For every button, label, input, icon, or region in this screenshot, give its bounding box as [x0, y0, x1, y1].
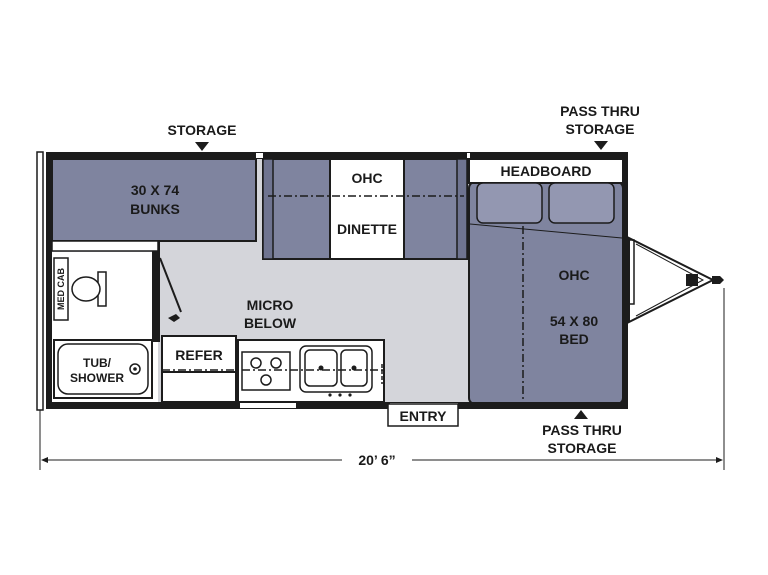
arrow-up-icon — [574, 410, 588, 419]
wall-left — [46, 152, 52, 409]
bed-fold-line — [469, 223, 623, 239]
med-cab — [53, 257, 69, 321]
bunks-label: BUNKS — [130, 201, 180, 217]
tub-label-line1: TUB/ — [83, 356, 112, 370]
bed-size-label: 54 X 80 — [550, 313, 598, 329]
wall-bottom — [46, 402, 628, 409]
burner-icon — [270, 357, 282, 369]
dim-arrow-left — [41, 457, 48, 463]
tub-basin — [57, 343, 149, 395]
headboard — [468, 158, 624, 184]
pillow-left — [476, 182, 543, 224]
burner-icon — [250, 357, 262, 369]
pass-thru-top-label-line2: STORAGE — [566, 121, 635, 137]
faucet-knob — [348, 393, 352, 397]
pass-thru-bottom-label-line1: PASS THRU — [542, 422, 622, 438]
bunk-bath-divider — [51, 240, 159, 252]
tongue-inner — [635, 243, 705, 317]
tongue — [628, 236, 716, 324]
stove — [241, 351, 291, 391]
tub-drain-inner — [133, 367, 137, 371]
wall-top-gap — [467, 153, 470, 158]
dinette-label: DINETTE — [337, 221, 397, 237]
burner-icon — [260, 374, 272, 386]
faucet-knob — [338, 393, 342, 397]
wall-top — [46, 152, 628, 159]
bed-ohc-label: OHC — [558, 267, 589, 283]
dinette-backrest-left — [262, 158, 274, 260]
micro-label-line2: BELOW — [244, 315, 297, 331]
faucet-knob — [328, 393, 332, 397]
micro-label-line1: MICRO — [247, 297, 294, 313]
length-label: 20’ 6” — [358, 452, 395, 468]
pass-thru-bottom-label-line2: STORAGE — [548, 440, 617, 456]
wall-top-gap — [256, 153, 263, 158]
wall-right — [622, 152, 628, 409]
storage-top-label: STORAGE — [168, 122, 237, 138]
refrigerator — [161, 335, 237, 403]
dinette-backrest-right — [456, 158, 468, 260]
wall-bottom-gap — [240, 403, 296, 408]
refer-label: REFER — [175, 347, 222, 363]
bunk-beds — [51, 158, 257, 242]
entry-door — [387, 403, 459, 427]
arrow-down-icon — [195, 142, 209, 151]
entry-label: ENTRY — [400, 408, 448, 424]
pass-thru-top-label-line1: PASS THRU — [560, 103, 640, 119]
bed-label: BED — [559, 331, 589, 347]
pillow-right — [548, 182, 615, 224]
bath-door — [159, 257, 182, 313]
rear-bumper — [36, 151, 44, 411]
bath-wall — [152, 242, 160, 342]
med-cab-label: MED CAB — [56, 268, 66, 310]
dinette-ohc-label: OHC — [351, 170, 382, 186]
tub-label-line2: SHOWER — [70, 371, 124, 385]
door-handle-icon — [168, 314, 180, 322]
dim-arrow-right — [716, 457, 723, 463]
bunks-size-label: 30 X 74 — [131, 182, 179, 198]
coupler-icon — [712, 276, 724, 284]
arrow-down-icon — [594, 141, 608, 150]
headboard-label: HEADBOARD — [501, 163, 592, 179]
toilet-icon — [71, 276, 101, 302]
hitch-jack — [686, 274, 698, 286]
